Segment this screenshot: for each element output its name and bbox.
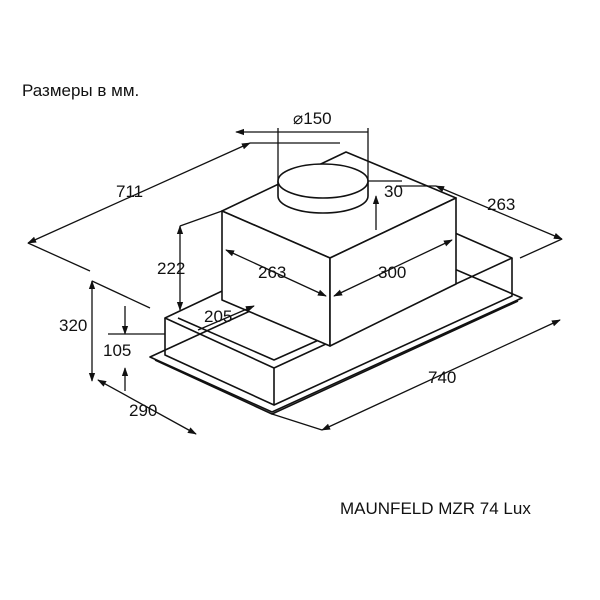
dim-body-height: 222 xyxy=(157,210,223,311)
dim-front-depth-label: 290 xyxy=(129,401,157,420)
lower-body-front xyxy=(164,318,275,406)
dim-right-depth: 263 xyxy=(396,185,563,259)
duct-collar xyxy=(277,163,369,214)
dim-front-depth: 290 xyxy=(97,379,197,435)
dim-frame-offset: 205 xyxy=(197,305,255,331)
dim-body-depth: 263 xyxy=(225,249,327,297)
dim-overall-width: 740 xyxy=(271,319,561,431)
dim-body-depth-label: 263 xyxy=(258,263,286,282)
inner-slot xyxy=(177,317,331,361)
dim-collar-height-label: 30 xyxy=(384,182,403,201)
dim-duct-diameter-label: ⌀150 xyxy=(293,109,332,128)
dim-duct-diameter: ⌀150 xyxy=(235,109,369,181)
dim-frame-offset-label: 205 xyxy=(204,307,232,326)
dim-total-height-label: 320 xyxy=(59,316,87,335)
dim-collar-height: 30 xyxy=(368,180,403,230)
dim-overall-depth-label: 711 xyxy=(116,182,143,201)
dim-total-height: 320 xyxy=(59,280,151,382)
dim-frame-height: 105 xyxy=(103,306,165,391)
dim-body-width-label: 300 xyxy=(378,263,406,282)
dim-overall-depth: 711 xyxy=(27,142,340,272)
model-caption: MAUNFELD MZR 74 Lux xyxy=(340,499,531,518)
units-caption: Размеры в мм. xyxy=(22,81,140,100)
dim-body-width: 300 xyxy=(333,239,453,297)
dim-right-depth-label: 263 xyxy=(487,195,515,214)
dim-overall-width-label: 740 xyxy=(428,368,456,387)
dim-body-height-label: 222 xyxy=(157,259,185,278)
collar-top xyxy=(277,163,369,199)
dim-frame-height-label: 105 xyxy=(103,341,131,360)
